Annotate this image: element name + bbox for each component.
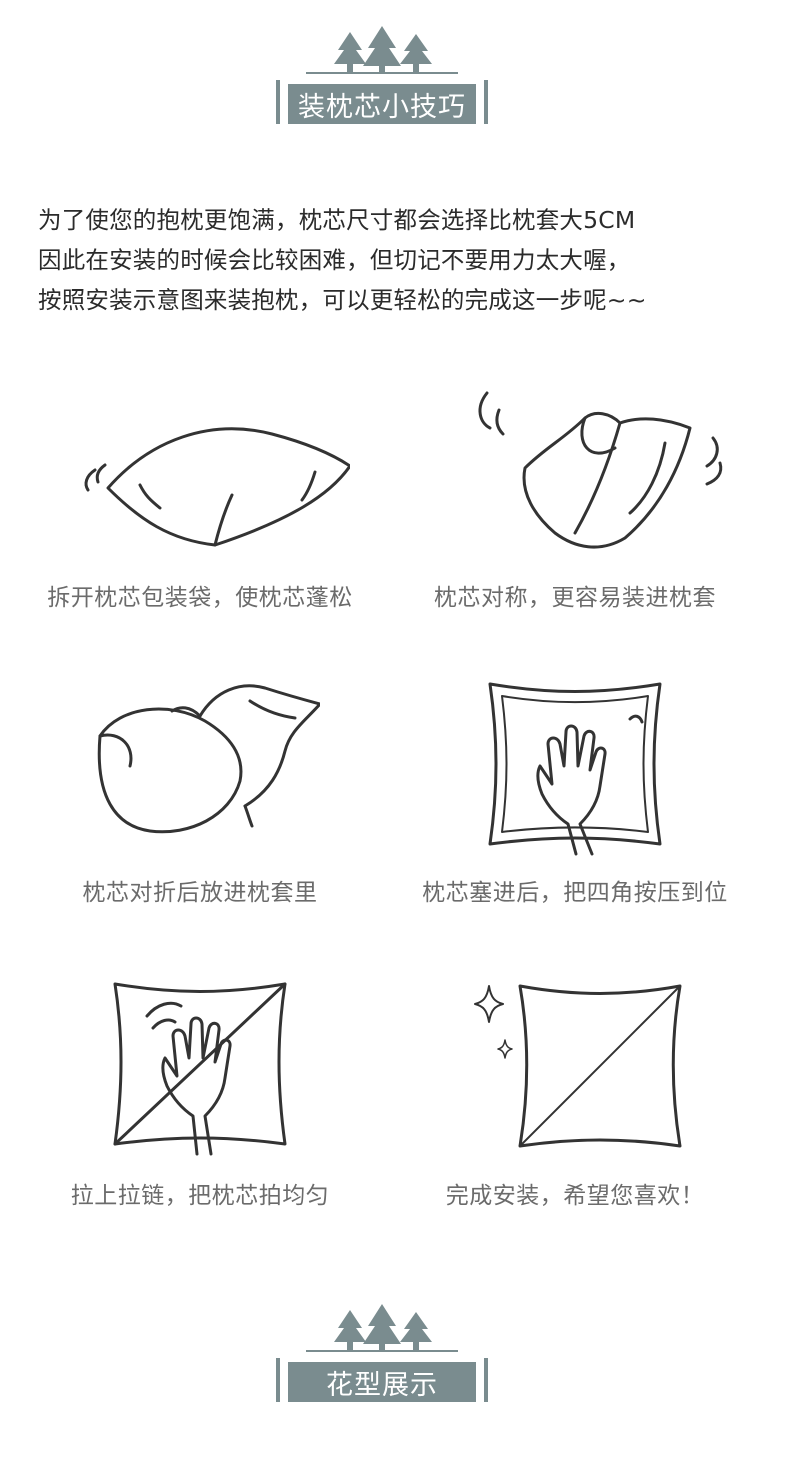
section-title: 花型展示 bbox=[326, 1370, 438, 1401]
hand-press-corners-icon bbox=[488, 682, 662, 856]
step-caption: 拆开枕芯包装袋，使枕芯蓬松 bbox=[47, 585, 353, 611]
intro-line: 为了使您的抱枕更饱满，枕芯尺寸都会选择比枕套大5CM bbox=[38, 206, 636, 234]
finished-pillow-icon bbox=[474, 984, 682, 1148]
trees-icon bbox=[306, 26, 458, 74]
step-caption: 拉上拉链，把枕芯拍均匀 bbox=[70, 1183, 330, 1209]
step-caption: 枕芯对折后放进枕套里 bbox=[82, 880, 318, 906]
step-6: 完成安装，希望您喜欢！ bbox=[395, 970, 755, 1220]
footer-title-box: 花型展示 bbox=[276, 1358, 488, 1402]
header-title-box: 装枕芯小技巧 bbox=[276, 80, 488, 124]
step-caption: 完成安装，希望您喜欢！ bbox=[445, 1183, 705, 1209]
intro-text: 为了使您的抱枕更饱满，枕芯尺寸都会选择比枕套大5CM 因此在安装的时候会比较困难… bbox=[38, 200, 768, 320]
hand-pat-pillow-icon bbox=[113, 982, 287, 1156]
intro-line: 按照安装示意图来装抱枕，可以更轻松的完成这一步呢~~ bbox=[38, 286, 647, 314]
step-2: 枕芯对称，更容易装进枕套 bbox=[395, 380, 755, 620]
step-caption: 枕芯塞进后，把四角按压到位 bbox=[422, 880, 728, 906]
step-caption: 枕芯对称，更容易装进枕套 bbox=[434, 585, 716, 611]
step-1: 拆开枕芯包装袋，使枕芯蓬松 bbox=[20, 380, 380, 620]
step-4: 枕芯塞进后，把四角按压到位 bbox=[395, 670, 755, 920]
pillow-insert-icon bbox=[84, 427, 350, 547]
trees-icon bbox=[306, 1304, 458, 1352]
pillow-into-cover-icon bbox=[97, 684, 320, 834]
page-title: 装枕芯小技巧 bbox=[298, 92, 466, 123]
step-3: 枕芯对折后放进枕套里 bbox=[20, 670, 380, 920]
folded-pillow-icon bbox=[478, 391, 723, 549]
step-5: 拉上拉链，把枕芯拍均匀 bbox=[20, 970, 380, 1220]
intro-line: 因此在安装的时候会比较困难，但切记不要用力太大喔， bbox=[38, 246, 631, 274]
